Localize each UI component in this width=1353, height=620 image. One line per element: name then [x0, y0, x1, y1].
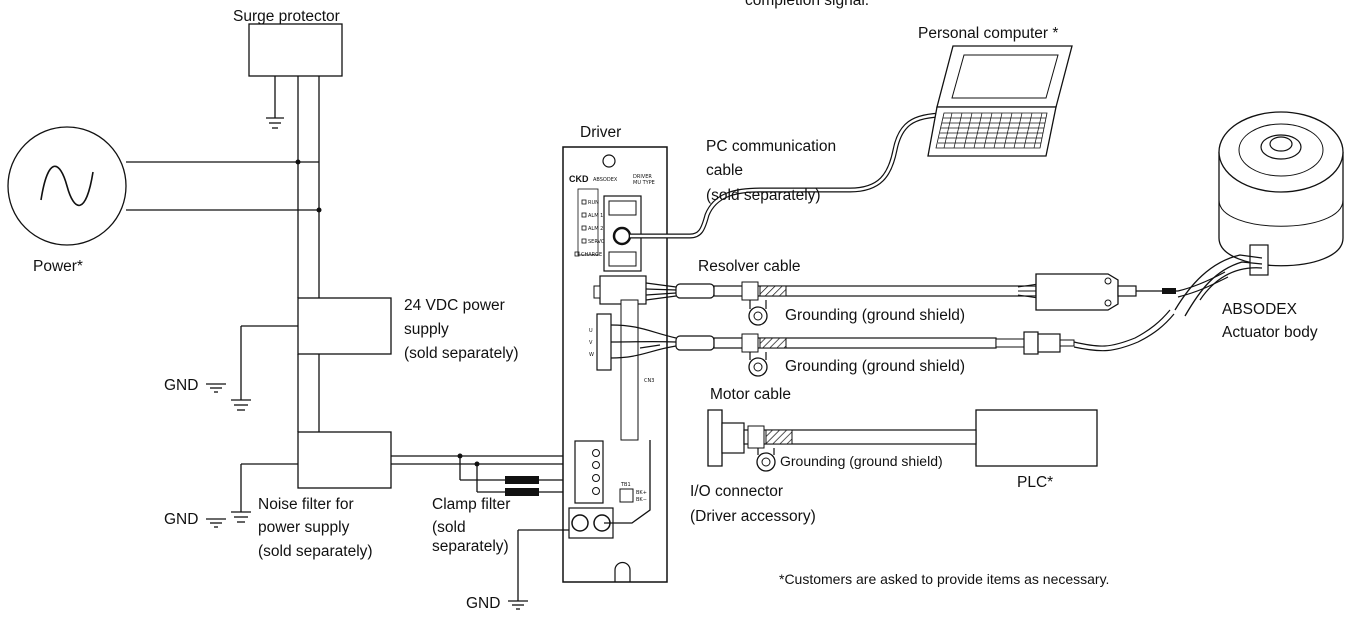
uvw-label: W: [589, 352, 594, 358]
ground-symbol: [231, 511, 251, 523]
led-label: ALM 1: [588, 213, 603, 219]
surge-protector-box: [248, 23, 343, 77]
gnd-symbol: [508, 600, 528, 610]
footnote: *Customers are asked to provide items as…: [779, 571, 1109, 587]
plc-box: [975, 409, 1098, 467]
uvw-label: V: [589, 340, 593, 346]
led-label: CHARGE: [581, 252, 602, 258]
gnd-label: GND: [466, 595, 500, 612]
motor-connector: [596, 313, 612, 371]
noise-filter-label: power supply: [258, 519, 350, 536]
gnd-label: GND: [164, 511, 198, 528]
led-indicators: RUN ALM 1 ALM 2 SERVO CHARGE: [574, 199, 605, 258]
grounding-label: Grounding (ground shield): [780, 453, 943, 469]
resolver-plug: [1035, 273, 1119, 311]
power-supply-box: [297, 297, 392, 355]
driver-model: ABSODEX: [593, 177, 618, 183]
io-connector-label: (Driver accessory): [690, 508, 816, 525]
pc-cable-label: cable: [706, 162, 743, 179]
led-label: RUN: [588, 200, 599, 206]
clamp-filter-label: separately): [432, 538, 509, 555]
absodex-label: ABSODEX: [1222, 301, 1298, 318]
clamp-filter-icon: [505, 476, 539, 484]
actuator-cable: [1073, 309, 1171, 347]
power-supply-label: 24 VDC power: [404, 297, 505, 314]
cn3-slot: [620, 299, 639, 441]
power-label: Power*: [33, 258, 83, 275]
resolver-cable: [645, 273, 1178, 326]
clamp-filter-label: (sold: [432, 519, 466, 536]
driver-brand: CKD: [569, 174, 589, 184]
tb1-label: TB1: [620, 482, 631, 488]
driver-type: DRIVER: [633, 174, 652, 180]
ground-symbol: [231, 399, 251, 411]
led-label: ALM 2: [588, 226, 603, 232]
ground-symbol: [266, 117, 284, 129]
cn3-label: CN3: [644, 378, 654, 384]
motor-cable: [610, 324, 1075, 377]
noise-filter-label: (sold separately): [258, 543, 373, 560]
motor-cable-label: Motor cable: [710, 386, 791, 403]
resolver-cable-label: Resolver cable: [698, 258, 801, 275]
uvw-label: U: [589, 328, 593, 334]
grounding-label: Grounding (ground shield): [785, 307, 965, 324]
gnd-symbol: [206, 518, 226, 528]
frame-ground-wire: [604, 440, 651, 524]
gnd-label: GND: [164, 377, 198, 394]
pc-communication-cable: [630, 112, 946, 239]
bk-label: BK−: [636, 497, 647, 503]
plc-label: PLC*: [1017, 474, 1053, 491]
pc-cable-label: (sold separately): [706, 187, 821, 204]
driver-type: MU TYPE: [633, 180, 655, 186]
noise-filter-box: [297, 431, 392, 489]
clamp-filter-label: Clamp filter: [432, 496, 510, 513]
power-input-wires: [391, 455, 575, 493]
junction-dots: [295, 159, 480, 467]
laptop-icon: [927, 45, 1073, 157]
mains-wiring: [126, 76, 320, 512]
clamp-filter-icon: [505, 488, 539, 496]
power-supply-label: supply: [404, 321, 449, 338]
io-connector-cable: [707, 409, 977, 472]
grounding-label: Grounding (ground shield): [785, 358, 965, 375]
absodex-label: Actuator body: [1222, 324, 1318, 341]
noise-filter-label: Noise filter for: [258, 496, 354, 513]
driver-label: Driver: [580, 124, 621, 141]
io-connector-label: I/O connector: [690, 483, 783, 500]
motor-plug: [1023, 331, 1039, 355]
gnd-symbol: [206, 383, 226, 393]
power-supply-label: (sold separately): [404, 345, 519, 362]
personal-computer-label: Personal computer *: [918, 25, 1058, 42]
absodex-actuator: [1174, 111, 1344, 317]
bk-label: BK+: [636, 490, 647, 496]
top-cut-label: completion signal.: [745, 0, 869, 9]
sine-wave-icon: [40, 165, 94, 207]
driver-unit: CKD ABSODEX DRIVER MU TYPE RUN ALM 1 ALM…: [562, 146, 668, 583]
surge-protector-label: Surge protector: [233, 8, 340, 25]
led-label: SERVO: [588, 239, 605, 245]
pc-cable-label: PC communication: [706, 138, 836, 155]
